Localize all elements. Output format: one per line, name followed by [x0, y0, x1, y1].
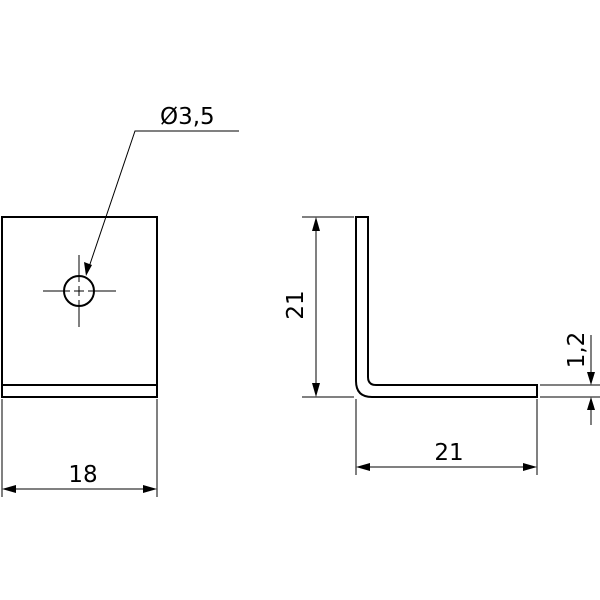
front-view-plate-outline	[1, 216, 158, 398]
hole-diameter-leader	[84, 130, 239, 276]
front-view: Ø3,5 18	[1, 104, 239, 497]
side-view: 21 21 1,2	[283, 216, 600, 475]
thickness-dimension	[540, 335, 600, 425]
hole-diameter-label: Ø3,5	[160, 104, 215, 130]
width-dimension	[1, 399, 158, 497]
height-dimension-label: 21	[283, 290, 309, 319]
height-dimension	[302, 216, 354, 398]
hole-centerlines	[43, 255, 116, 327]
length-dimension-label: 21	[434, 440, 463, 466]
side-view-angle-profile	[355, 216, 538, 398]
thickness-dimension-label: 1,2	[564, 332, 590, 369]
width-dimension-label: 18	[68, 462, 97, 488]
length-dimension	[355, 399, 538, 475]
